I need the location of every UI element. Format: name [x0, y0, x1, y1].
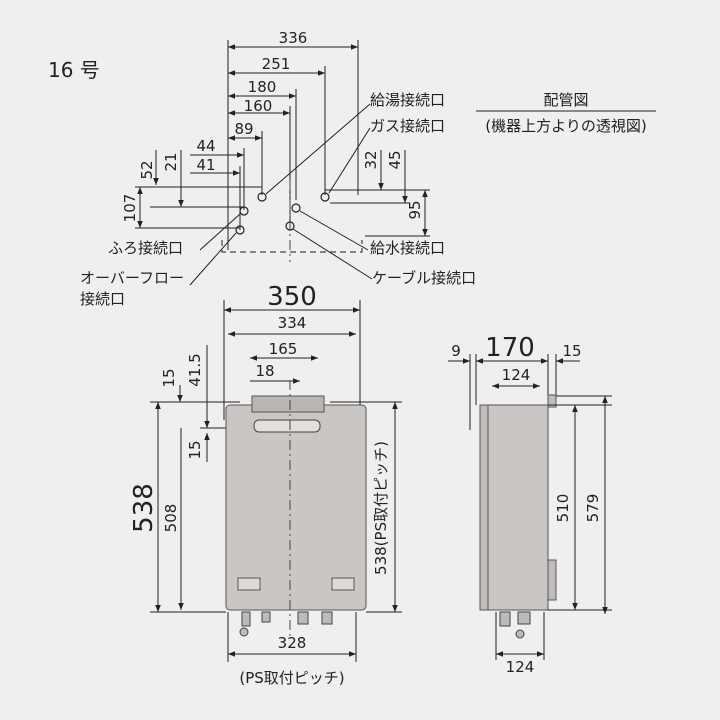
dim-45: 45 — [386, 150, 404, 169]
bath-port-icon — [239, 206, 249, 216]
overflow-port-label-2: 接続口 — [80, 290, 125, 308]
dim-579: 579 — [584, 494, 602, 523]
dim-107: 107 — [121, 194, 139, 223]
fitting-3 — [297, 611, 309, 625]
dim-41-5: 41.5 — [186, 353, 204, 386]
dim-165: 165 — [269, 340, 298, 358]
cable-port-icon — [285, 221, 295, 231]
hot-water-port-icon — [257, 192, 267, 202]
dim-251: 251 — [262, 55, 291, 73]
dim-124-top: 124 — [502, 366, 531, 384]
piping-diagram: 336 251 180 160 89 44 41 52 21 107 32 — [80, 29, 656, 308]
water-port-icon — [291, 203, 301, 213]
dim-510: 510 — [554, 494, 572, 523]
fitting-4 — [321, 611, 333, 625]
dim-124-bottom: 124 — [506, 658, 535, 676]
piping-subtitle: (機器上方よりの透視図) — [485, 117, 646, 135]
dim-9: 9 — [451, 342, 461, 360]
dim-pitch-538: 538(PS取付ピッチ) — [372, 441, 390, 575]
side-fitting-1 — [499, 611, 511, 627]
dim-bottom-note: (PS取付ピッチ) — [239, 669, 344, 687]
bath-port-label: ふろ接続口 — [108, 239, 183, 257]
top-handle — [253, 419, 321, 433]
dim-170: 170 — [485, 333, 535, 363]
gas-port-label: ガス接続口 — [370, 117, 445, 135]
dim-15-side: 15 — [562, 342, 581, 360]
overflow-port-label-1: オーバーフロー — [80, 269, 184, 287]
dim-18: 18 — [255, 362, 274, 380]
dim-41: 41 — [196, 156, 215, 174]
front-view: 350 334 165 18 15 41.5 15 538 — [129, 282, 402, 687]
gas-port-icon — [320, 192, 330, 202]
side-top-bracket — [547, 394, 557, 408]
dim-15-bottom: 15 — [186, 440, 204, 459]
fitting-1 — [241, 611, 251, 627]
dim-328: 328 — [278, 634, 307, 652]
side-rear-bracket — [479, 404, 489, 611]
dim-334: 334 — [278, 314, 307, 332]
dim-160: 160 — [244, 97, 273, 115]
dim-538: 538 — [129, 483, 159, 533]
bottom-right-plate — [331, 577, 355, 591]
side-body — [487, 404, 549, 611]
water-port-label: 給水接続口 — [370, 239, 445, 257]
dim-32: 32 — [362, 150, 380, 169]
dim-336: 336 — [279, 29, 308, 47]
dim-44: 44 — [196, 137, 215, 155]
piping-title: 配管図 — [543, 91, 588, 109]
fitting-2 — [261, 611, 271, 623]
dim-52: 52 — [138, 160, 156, 179]
dim-89: 89 — [234, 120, 253, 138]
dim-15-top: 15 — [160, 368, 178, 387]
dim-95: 95 — [406, 200, 424, 219]
cable-port-label: ケーブル接続口 — [372, 269, 476, 287]
dim-350: 350 — [267, 282, 317, 312]
model-number: 16 号 — [48, 58, 100, 82]
side-fitting-2 — [517, 611, 531, 625]
dim-508: 508 — [162, 504, 180, 533]
side-fitting-cap — [515, 629, 525, 639]
dim-180: 180 — [248, 78, 277, 96]
side-lower-bracket — [547, 559, 557, 601]
overflow-port-icon — [235, 225, 245, 235]
bottom-left-plate — [237, 577, 261, 591]
fitting-cap — [239, 627, 249, 637]
hot-water-port-label: 給湯接続口 — [370, 91, 445, 109]
side-view: 9 170 15 124 510 579 124 — [448, 333, 612, 676]
top-bracket — [251, 395, 325, 413]
dim-21: 21 — [162, 152, 180, 171]
